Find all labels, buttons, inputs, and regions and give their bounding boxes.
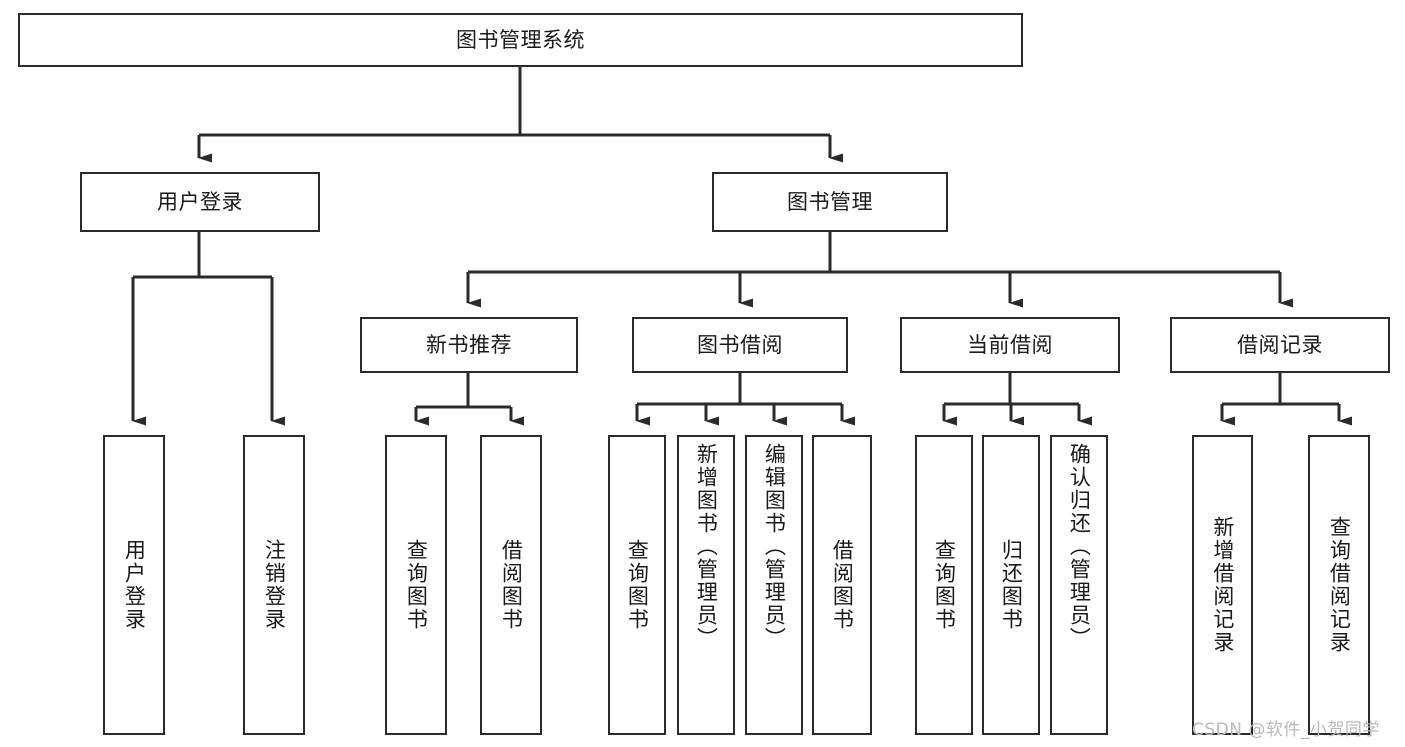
- node-new-book-recommend[interactable]: 新书推荐: [360, 317, 578, 373]
- node-user-login[interactable]: 用户登录: [80, 172, 320, 232]
- node-borrow-record[interactable]: 借阅记录: [1170, 317, 1390, 373]
- node-leaf-query-borrow-record[interactable]: 查询借阅记录: [1308, 435, 1370, 735]
- node-book-borrow[interactable]: 图书借阅: [632, 317, 848, 373]
- node-book-manage[interactable]: 图书管理: [712, 172, 948, 232]
- edges-book-borrow-to-leaves: [635, 373, 855, 426]
- node-leaf-confirm-return-admin[interactable]: 确认归还（管理员）: [1050, 435, 1108, 735]
- edges-user-login-to-leaves: [131, 232, 285, 426]
- node-leaf-logout[interactable]: 注销登录: [243, 435, 305, 735]
- node-leaf-return-book[interactable]: 归还图书: [982, 435, 1040, 735]
- edges-new-book-rec-to-leaves: [414, 373, 524, 426]
- node-leaf-add-book-admin[interactable]: 新增图书（管理员）: [677, 435, 735, 735]
- node-leaf-edit-book-admin[interactable]: 编辑图书（管理员）: [745, 435, 803, 735]
- edges-book-manage-to-level3: [466, 232, 1293, 308]
- node-leaf-query-book-current[interactable]: 查询图书: [915, 435, 973, 735]
- node-leaf-add-borrow-record[interactable]: 新增借阅记录: [1192, 435, 1253, 735]
- node-leaf-borrow-book[interactable]: 借阅图书: [812, 435, 872, 735]
- node-current-borrow[interactable]: 当前借阅: [900, 317, 1120, 373]
- edges-current-borrow-to-leaves: [942, 373, 1092, 426]
- node-leaf-borrow-book-recommend[interactable]: 借阅图书: [480, 435, 542, 735]
- node-root[interactable]: 图书管理系统: [18, 13, 1023, 67]
- edges-root-to-level2: [197, 67, 843, 163]
- node-leaf-query-book-recommend[interactable]: 查询图书: [385, 435, 447, 735]
- node-leaf-query-book-borrow[interactable]: 查询图书: [608, 435, 666, 735]
- node-leaf-user-login[interactable]: 用户登录: [103, 435, 165, 735]
- edges-borrow-record-to-leaves: [1220, 373, 1352, 426]
